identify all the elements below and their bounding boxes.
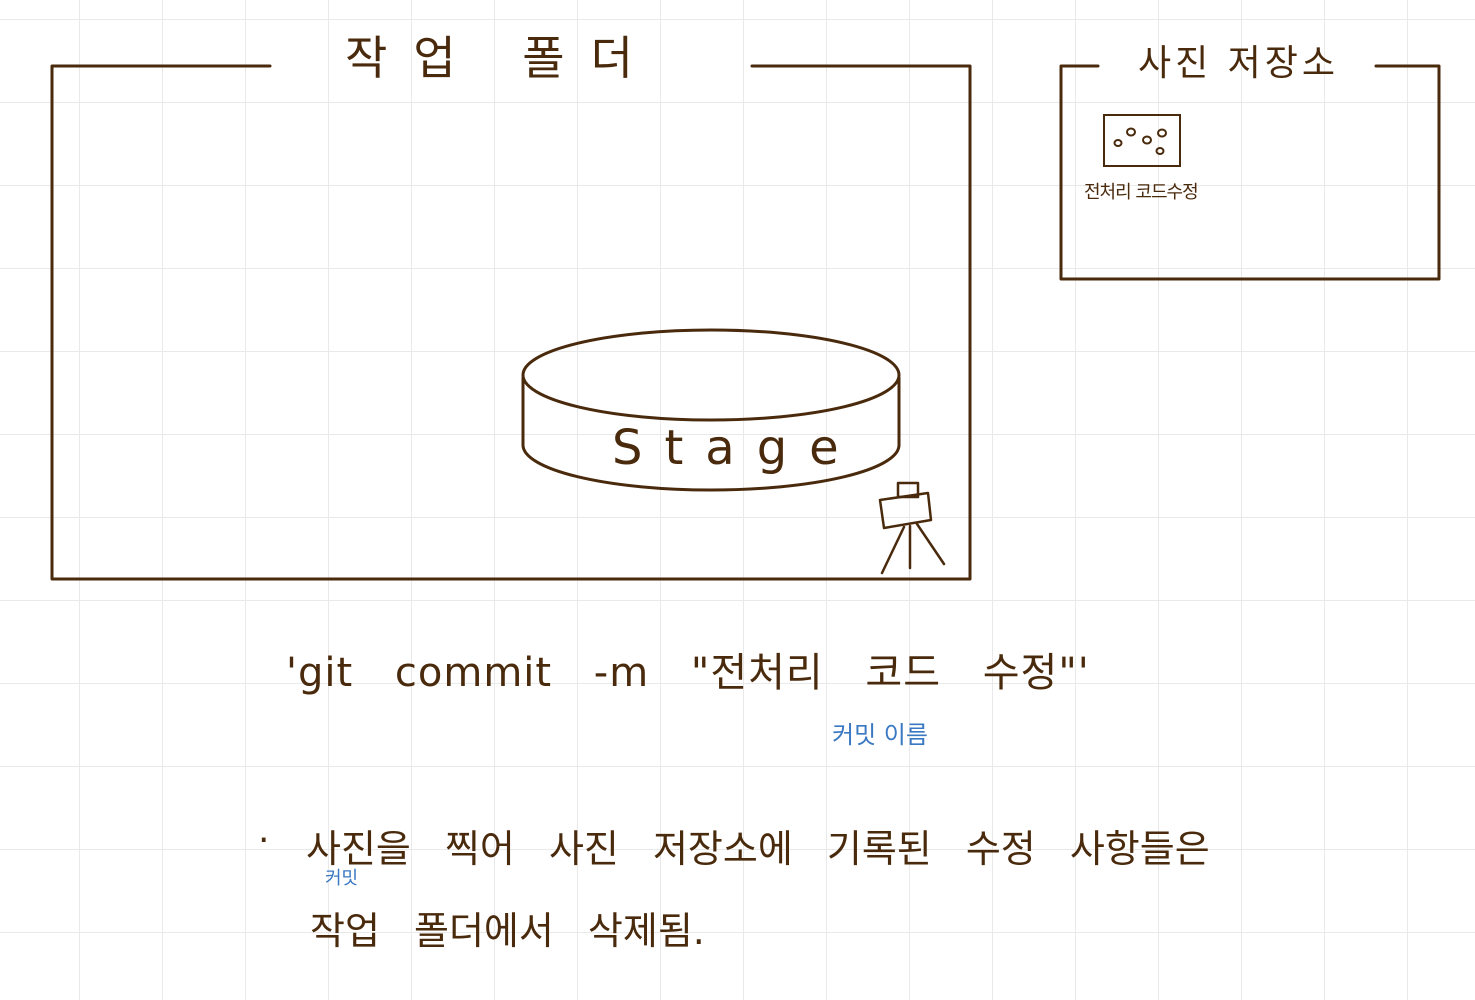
stage-cylinder [521, 328, 901, 492]
photo-repo-title: 사진 저장소 [1138, 43, 1340, 84]
git-commit-command: 'git commit -m "전처리 코드 수정"' [286, 650, 1090, 696]
photo-thumbnail-icon [1103, 114, 1181, 167]
note-bullet: · [258, 820, 270, 861]
photo-repo-box [1059, 64, 1441, 281]
photo-caption: 전처리 코드수정 [1084, 182, 1199, 203]
stage-label: Stage [612, 420, 861, 476]
camera-on-tripod-icon [878, 481, 946, 575]
note-line-1: 사진을 찍어 사진 저장소에 기록된 수정 사항들은 [306, 827, 1210, 871]
work-folder-title: 작업 폴더 [345, 31, 659, 85]
note-line-2: 작업 폴더에서 삭제됨. [310, 909, 705, 953]
commit-name-annotation: 커밋 이름 [832, 721, 928, 749]
work-folder-box [50, 64, 972, 581]
commit-annotation: 커밋 [325, 868, 359, 889]
